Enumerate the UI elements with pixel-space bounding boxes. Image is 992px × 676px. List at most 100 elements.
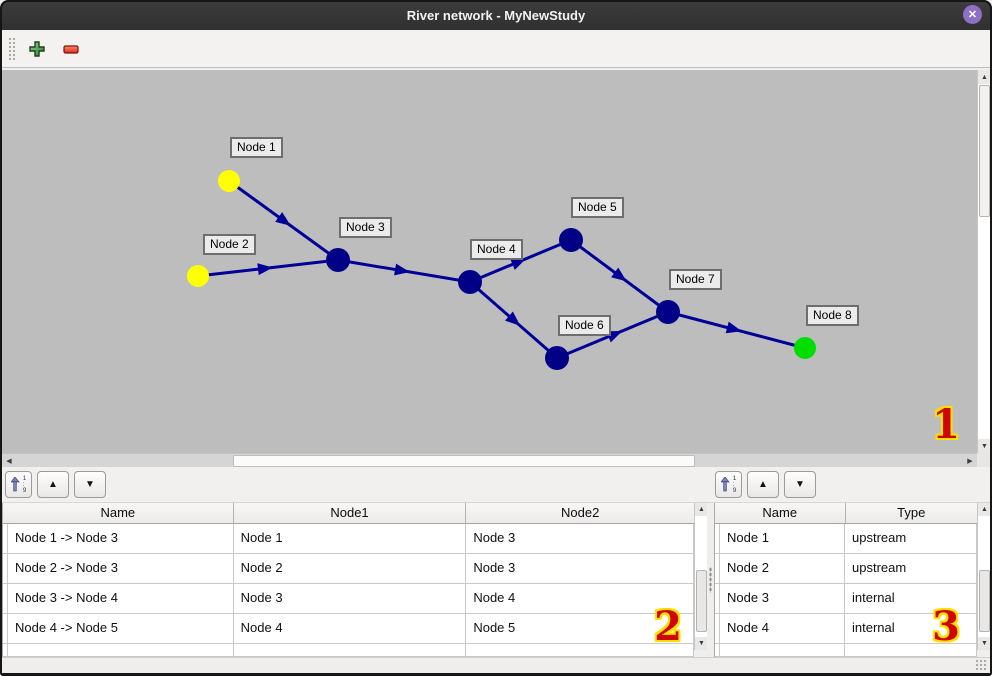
cell-type[interactable]: upstream [845,554,977,584]
node-table-controls: 1:9 ▲ ▼ [715,471,816,498]
node-6-label: Node 6 [558,315,611,336]
reach-move-up-button[interactable]: ▲ [37,471,69,498]
cell-node1[interactable]: Node 3 [233,584,467,614]
arrowhead-icon [394,263,410,276]
sort-digits: 1:9 [22,475,27,494]
cell-node2[interactable]: Node 4 [466,584,694,614]
sort-ascending-icon [10,477,20,492]
node-7-circle[interactable] [656,300,680,324]
cell-node2[interactable]: Node 5 [466,614,694,644]
arrowhead-icon [275,212,291,226]
table-row[interactable]: Node 3 -> Node 4 Node 3 Node 4 [3,584,694,614]
minus-icon [63,44,79,54]
remove-node-button[interactable] [58,36,84,62]
table-row[interactable]: Node 4 internal [715,614,977,644]
header-node2[interactable]: Node2 [561,505,600,520]
row-gutter [715,584,720,614]
down-triangle-icon: ▼ [795,479,805,490]
table-row[interactable]: Node 1 upstream [715,524,977,554]
node-2-circle[interactable] [187,265,209,287]
node-1-circle[interactable] [218,170,240,192]
node-scroll-thumb[interactable] [979,570,990,632]
reach-scroll-thumb[interactable] [696,570,707,632]
titlebar: River network - MyNewStudy ✕ [0,0,992,30]
table-row[interactable]: Node 3 internal [715,584,977,614]
node-8-label: Node 8 [806,305,859,326]
cell-node2[interactable]: Node 3 [466,524,694,554]
resize-grip-icon[interactable] [975,659,987,671]
row-gutter [3,614,8,644]
node-3-circle[interactable] [326,248,350,272]
canvas-vscroll-thumb[interactable] [979,85,990,217]
node-4-circle[interactable] [458,270,482,294]
cell-name[interactable]: Node 4 -> Node 5 [8,614,234,644]
node-7-label: Node 7 [669,269,722,290]
cell-type[interactable]: internal [845,614,977,644]
cell-name[interactable]: Node 3 -> Node 4 [8,584,234,614]
reach-table-header: Name Node1 Node2 [3,503,694,524]
add-node-button[interactable] [24,36,50,62]
annotation-1: 1 [932,401,960,448]
reach-move-down-button[interactable]: ▼ [74,471,106,498]
row-gutter [715,614,720,644]
table-row[interactable]: Node 2 upstream [715,554,977,584]
node-1-label: Node 1 [230,137,283,158]
cell-node2[interactable]: Node 3 [466,554,694,584]
table-row-empty [715,644,977,657]
scroll-down-button[interactable]: ▼ [695,637,708,650]
cell-node1[interactable]: Node 2 [233,554,467,584]
header-type[interactable]: Type [897,505,926,520]
cell-name[interactable]: Node 1 -> Node 3 [8,524,234,554]
node-sort-button[interactable]: 1:9 [715,471,742,498]
canvas-vertical-scrollbar[interactable]: ▲ ▼ [977,70,991,453]
table-row[interactable]: Node 1 -> Node 3 Node 1 Node 3 [3,524,694,554]
node-8-circle[interactable] [794,337,816,359]
node-6-circle[interactable] [545,346,569,370]
cell-name[interactable]: Node 2 [720,554,845,584]
node-table-scrollbar[interactable]: ▲ ▼ [977,503,991,650]
scroll-up-button[interactable]: ▲ [978,503,991,516]
scrollbar-corner [977,453,990,467]
scroll-right-button[interactable]: ▶ [963,454,977,468]
cell-name[interactable]: Node 3 [720,584,845,614]
river-network-canvas[interactable]: Node 1 Node 2 Node 3 Node 4 Node 5 Node … [2,70,977,453]
cell-name[interactable]: Node 1 [720,524,845,554]
node-4-label: Node 4 [470,239,523,260]
canvas-hscroll-thumb[interactable] [233,455,695,467]
node-5-circle[interactable] [559,228,583,252]
plus-icon [29,40,45,57]
scroll-left-button[interactable]: ◀ [2,454,16,468]
header-name[interactable]: Name [3,503,234,523]
header-name[interactable]: Name [715,503,846,523]
cell-type[interactable]: upstream [845,524,977,554]
scroll-down-button[interactable]: ▼ [978,637,991,650]
canvas-horizontal-scrollbar[interactable]: ◀ ▶ [2,453,977,468]
cell-node1[interactable]: Node 1 [233,524,467,554]
toolbar-drag-handle[interactable] [8,36,16,61]
reach-table-scrollbar[interactable]: ▲ ▼ [694,503,708,650]
table-toolbar: 1:9 ▲ ▼ 1:9 ▲ ▼ [2,467,990,503]
node-move-down-button[interactable]: ▼ [784,471,816,498]
up-triangle-icon: ▲ [758,479,768,490]
row-gutter [715,524,720,554]
annotation-3: 3 [932,603,960,650]
table-splitter[interactable] [707,503,714,657]
down-triangle-icon: ▼ [85,479,95,490]
node-move-up-button[interactable]: ▲ [747,471,779,498]
scroll-up-button[interactable]: ▲ [695,503,708,516]
scroll-down-button[interactable]: ▼ [978,439,991,453]
cell-node1[interactable]: Node 4 [233,614,467,644]
scroll-up-button[interactable]: ▲ [978,70,991,84]
reach-sort-button[interactable]: 1:9 [5,471,32,498]
splitter-grip-icon [709,567,712,593]
close-button[interactable]: ✕ [963,5,982,24]
table-row[interactable]: Node 4 -> Node 5 Node 4 Node 5 [3,614,694,644]
down-arrow-icon: ▼ [981,640,988,647]
table-row[interactable]: Node 2 -> Node 3 Node 2 Node 3 [3,554,694,584]
cell-name[interactable]: Node 2 -> Node 3 [8,554,234,584]
cell-name[interactable]: Node 4 [720,614,845,644]
cell-type[interactable]: internal [845,584,977,614]
up-arrow-icon: ▲ [981,506,988,513]
header-node1[interactable]: Node1 [234,503,467,523]
